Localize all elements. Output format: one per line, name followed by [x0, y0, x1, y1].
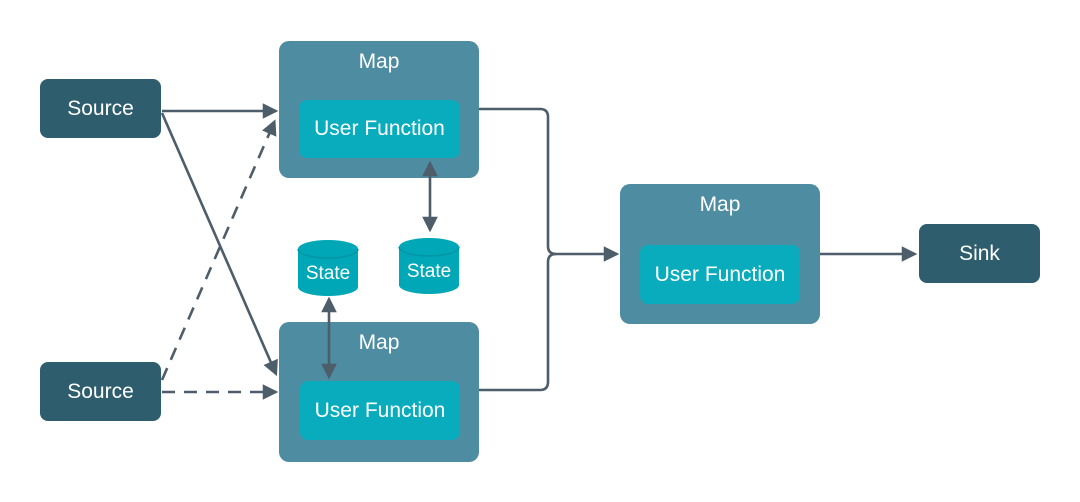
node-user-function-top: User Function [299, 100, 460, 158]
map-top-title: Map [358, 50, 400, 73]
source-top-label: Source [67, 96, 134, 120]
edge-map-top-to-junction [479, 107, 557, 256]
edge-source-bottom-to-map-top [160, 119, 277, 381]
state-right-label: State [406, 261, 452, 282]
database-cylinder-icon [398, 238, 460, 294]
database-cylinder-icon [297, 240, 359, 296]
node-map-bottom: Map User Function [279, 322, 479, 462]
user-function-top-label: User Function [314, 117, 445, 140]
node-source-bottom: Source [40, 362, 161, 421]
state-left-label: State [305, 263, 351, 284]
user-function-right-label: User Function [654, 262, 786, 286]
node-map-top: Map User Function [279, 41, 479, 178]
node-user-function-bottom: User Function [300, 381, 460, 440]
edge-source-top-to-map-bottom [160, 112, 278, 377]
sink-label: Sink [959, 241, 1000, 265]
map-bottom-title: Map [358, 331, 400, 354]
node-map-right: Map User Function [620, 184, 820, 324]
user-function-bottom-label: User Function [314, 398, 446, 422]
source-bottom-label: Source [67, 379, 134, 403]
node-state-left: State [297, 239, 359, 297]
node-state-right: State [398, 237, 460, 295]
node-sink: Sink [919, 224, 1040, 283]
node-user-function-right: User Function [640, 245, 800, 304]
edge-map-bottom-to-junction [479, 252, 557, 392]
map-right-title: Map [699, 193, 741, 216]
node-source-top: Source [40, 79, 161, 138]
